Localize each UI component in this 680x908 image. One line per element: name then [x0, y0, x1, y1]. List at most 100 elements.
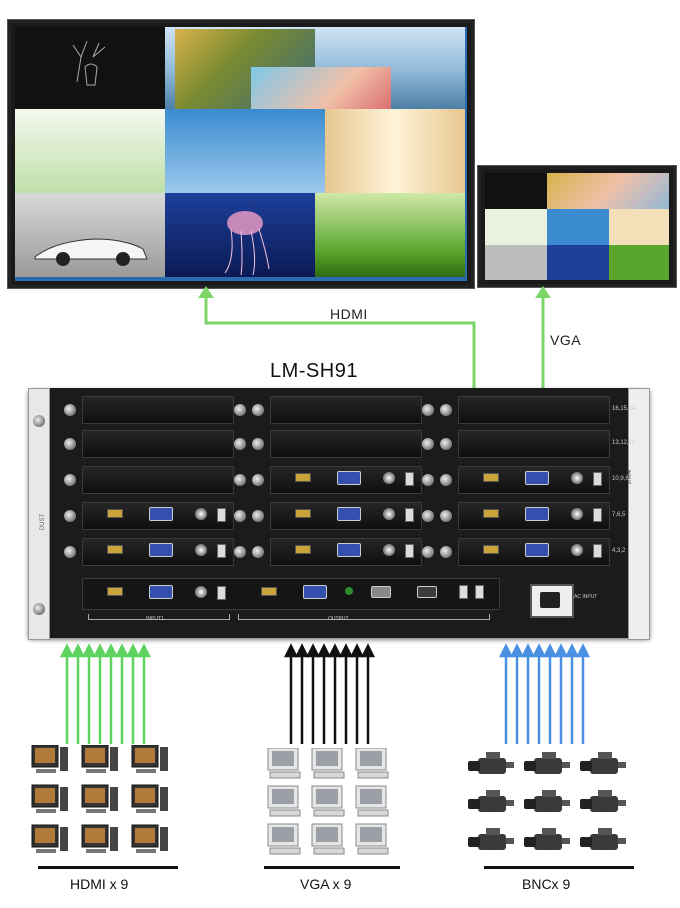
vga-output-label: VGA	[550, 332, 582, 348]
hdmi-port	[483, 545, 499, 554]
camera-icon	[468, 790, 514, 812]
hdmi-output-label: HDMI	[330, 306, 368, 322]
vga-pc-icon	[355, 748, 389, 779]
screw	[64, 510, 76, 522]
hdmi-port	[107, 509, 123, 518]
input1-hdmi-port	[107, 587, 123, 596]
screw	[64, 546, 76, 558]
dust-label: DUST	[40, 513, 47, 531]
screw	[252, 438, 264, 450]
camera-icon	[468, 828, 514, 850]
ac-power-inlet	[530, 584, 574, 618]
output-hdmi-port	[261, 587, 277, 596]
bnc-arrowhead	[553, 643, 569, 658]
vga-arrowhead	[283, 643, 299, 658]
vga-port	[525, 543, 549, 557]
hdmi-arrowhead	[103, 643, 119, 658]
blank-panel	[82, 430, 234, 458]
slot-row-3	[58, 466, 610, 494]
mini-tile-1	[485, 173, 547, 209]
input1-bnc-port	[195, 586, 207, 598]
hdmi-port	[483, 473, 499, 482]
usb-port	[593, 472, 602, 486]
hdmi-pc-icon	[131, 784, 169, 814]
bnc-port	[571, 508, 583, 520]
hdmi-source-pcs	[31, 745, 169, 854]
bnc-port	[383, 544, 395, 556]
input-card	[82, 538, 234, 566]
main-monitor	[8, 20, 474, 288]
blank-panel	[270, 430, 422, 458]
input1-usb-port	[217, 586, 226, 600]
hdmi-port	[295, 509, 311, 518]
input-card	[82, 502, 234, 530]
slot-label: 4,3,2	[612, 548, 626, 554]
hdmi-source-caption: HDMI x 9	[70, 876, 129, 892]
input1-bracket	[88, 614, 230, 620]
vga-port	[337, 471, 361, 485]
vga-pc-icon	[267, 785, 301, 817]
vga-port	[525, 507, 549, 521]
mini-tile-6	[485, 245, 547, 280]
slot-label-panel: 16,15,14 13,12,11 10,9,8 7,6,5 4,3,2	[612, 396, 635, 570]
screw	[234, 438, 246, 450]
bnc-source-caption: BNCx 9	[522, 876, 571, 892]
slot-row-4	[58, 502, 610, 530]
screw	[252, 474, 264, 486]
hdmi-input-arrows	[59, 643, 152, 744]
slot-label: 7,6,5	[612, 512, 626, 518]
vga-port	[337, 507, 361, 521]
vga-pc-icon	[311, 748, 345, 779]
screw	[422, 404, 434, 416]
hdmi-pc-icon	[31, 745, 69, 774]
bnc-arrowhead	[542, 643, 558, 658]
camera-icon	[580, 828, 626, 850]
output-bracket	[238, 614, 490, 620]
slot-label: 13,12,11	[612, 440, 635, 446]
secondary-monitor	[478, 166, 676, 287]
input-vertical-label: INPUT	[624, 469, 631, 485]
secondary-monitor-screen	[485, 173, 669, 280]
usb-port	[593, 544, 602, 558]
bnc-source-underline	[484, 866, 634, 869]
screw	[252, 510, 264, 522]
hdmi-port	[107, 545, 123, 554]
hdmi-source-underline	[38, 866, 178, 869]
ear-screw-bottom	[33, 603, 45, 615]
usb-port	[217, 508, 226, 522]
vga-pc-icon	[311, 785, 345, 817]
bnc-port	[571, 544, 583, 556]
screw	[252, 546, 264, 558]
left-rack-ear: DUST	[28, 388, 50, 640]
vga-arrowhead	[294, 643, 310, 658]
input-card	[270, 502, 422, 530]
input-card	[270, 538, 422, 566]
vga-port	[525, 471, 549, 485]
bnc-port	[571, 472, 583, 484]
hdmi-pc-icon	[81, 824, 119, 854]
screw	[234, 404, 246, 416]
input-card	[458, 538, 610, 566]
vga-arrowhead	[305, 643, 321, 658]
blank-panel	[458, 396, 610, 424]
vga-source-underline	[264, 866, 400, 869]
hdmi-arrowhead	[125, 643, 141, 658]
input-card	[270, 466, 422, 494]
vga-pc-icon	[355, 823, 389, 855]
vga-port	[149, 543, 173, 557]
hdmi-port	[483, 509, 499, 518]
camera-icon	[524, 828, 570, 850]
hdmi-arrowhead	[136, 643, 152, 658]
screw	[64, 438, 76, 450]
hdmi-port	[295, 545, 311, 554]
input1-vga-port	[149, 585, 173, 599]
screw	[252, 404, 264, 416]
vga-source-pcs	[267, 748, 389, 855]
bnc-port	[383, 508, 395, 520]
mini-tile-2	[547, 173, 669, 209]
bnc-port	[195, 544, 207, 556]
mini-tile-7	[547, 245, 609, 280]
vga-input-arrows	[283, 643, 376, 744]
screw	[422, 438, 434, 450]
main-monitor-screen	[15, 27, 467, 281]
